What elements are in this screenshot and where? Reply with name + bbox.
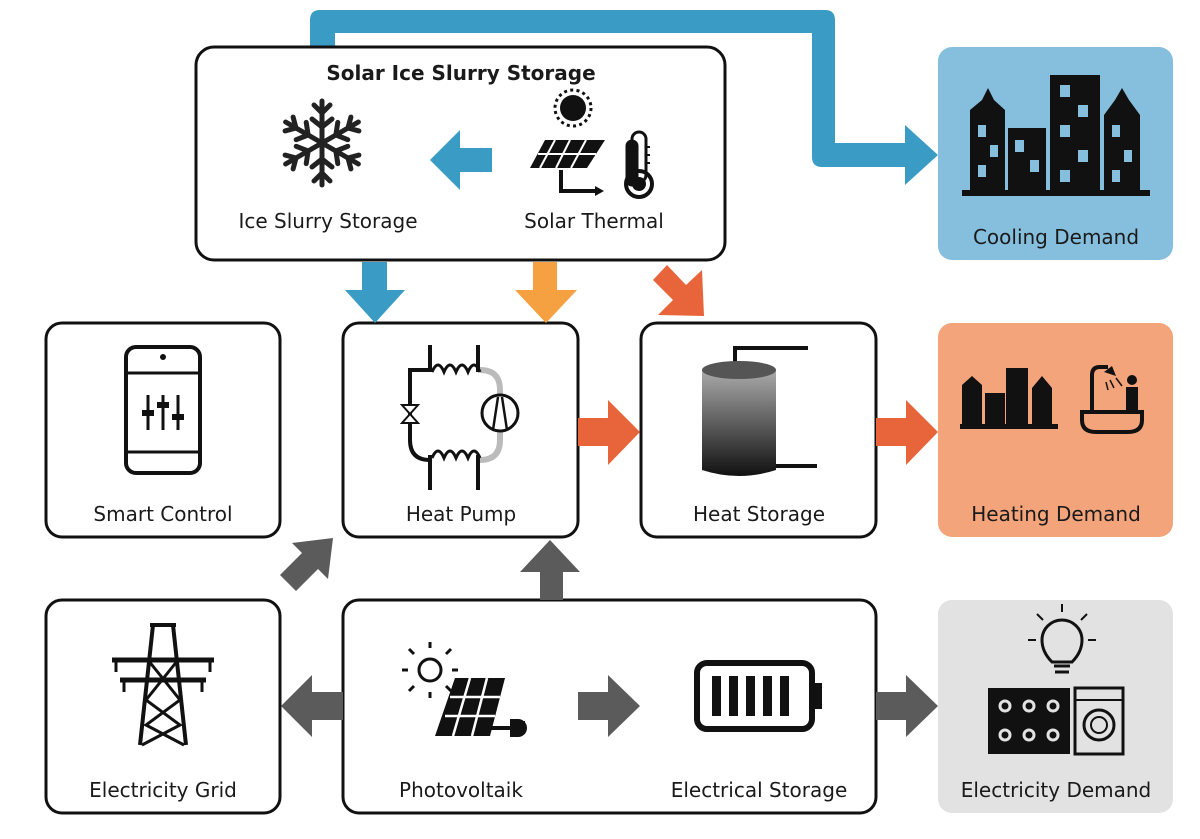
label-electrical-storage: Electrical Storage [671,778,848,802]
flow-arrow-pv-to-grid [281,675,343,737]
label-photovoltaik: Photovoltaik [399,778,523,802]
cooktop-icon [988,688,1070,754]
label-electricity-grid: Electricity Grid [89,778,237,802]
washing-machine-icon [1073,686,1125,756]
flow-arrow-heat-storage-to-heating [876,400,938,465]
label-heating-demand: Heating Demand [971,502,1141,526]
flow-arrow-heat-pump-to-heat-storage [578,400,640,465]
label-smart-control: Smart Control [93,502,232,526]
flow-arrow-storage-to-electricity-demand [876,675,938,737]
snowflake-icon [281,98,364,185]
node-heating-demand [938,323,1173,537]
photovoltaic-panel-icon [402,642,527,737]
power-pylon-icon [112,623,214,747]
flow-arrow-pv-to-electrical-storage [578,675,640,737]
label-solar-thermal: Solar Thermal [524,209,664,233]
label-heat-pump: Heat Pump [406,502,516,526]
smartphone-icon [124,345,202,475]
flow-arrow-solar-thermal-to-heat-pump [515,262,577,323]
city-buildings-icon [962,75,1150,196]
label-cooling-demand: Cooling Demand [973,225,1139,249]
solar-thermal-icon [530,88,654,199]
heated-buildings-icon [960,368,1058,429]
system-title: Solar Ice Slurry Storage [326,61,595,85]
building-windows [978,85,1132,182]
flow-arrow-solar-thermal-to-heat-storage [653,265,704,316]
battery-icon [694,660,822,732]
hot-water-tank-icon [702,346,817,476]
flow-arrow-pv-to-heat-pump [520,540,580,600]
shower-bath-icon [1080,365,1144,434]
flow-arrow-solar-thermal-to-ice [430,130,492,190]
flow-arrow-grid-to-heat-pump [280,538,333,591]
heat-pump-circuit-icon [399,345,520,490]
light-bulb-icon [1028,604,1096,674]
flow-arrow-ice-to-heat-pump [345,262,405,323]
node-electricity-grid [44,598,282,815]
label-electricity-demand: Electricity Demand [961,778,1152,802]
label-ice-slurry-storage: Ice Slurry Storage [238,209,417,233]
label-heat-storage: Heat Storage [693,502,825,526]
flow-arrow-to-cooling-demand [310,10,938,185]
